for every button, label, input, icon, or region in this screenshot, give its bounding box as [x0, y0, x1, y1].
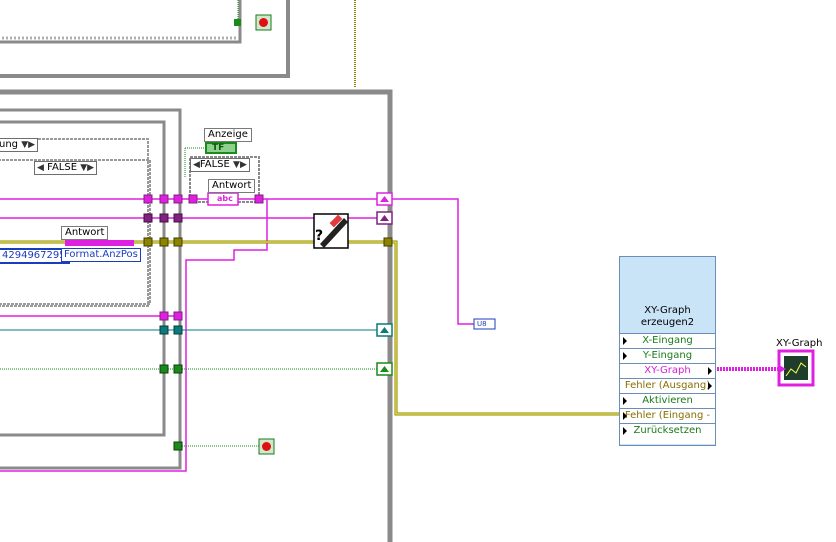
input-arrow-icon — [623, 412, 627, 420]
top-frame-inner — [0, 0, 242, 44]
shift-register-green — [376, 362, 393, 376]
input-arrow-icon — [623, 427, 627, 435]
decrement-arrow-icon: ◀ — [37, 163, 44, 173]
tunnel — [173, 213, 183, 223]
pin-y-eingang[interactable]: Y-Eingang — [620, 348, 715, 363]
case-selector-left[interactable]: ◀ FALSE ▼▶ — [34, 161, 98, 175]
tunnel — [188, 194, 198, 204]
string-indicator[interactable] — [207, 192, 239, 206]
pin-xy-graph[interactable]: XY-Graph — [620, 363, 715, 378]
pin-x-eingang[interactable]: X-Eingang — [620, 333, 715, 348]
string-terminal-bar — [65, 240, 134, 246]
pin-fehler-eingang[interactable]: Fehler (Eingang - — [620, 408, 715, 423]
increment-arrow-icon: ▶ — [87, 163, 95, 173]
tunnel — [173, 364, 183, 374]
dropdown-arrow-icon: ▼ — [233, 160, 240, 170]
xy-graph-erzeugen2-subvi[interactable]: XY-Graph erzeugen2 X-Eingang Y-Eingang X… — [619, 256, 716, 446]
abc-tag-text: abc — [217, 194, 233, 203]
subvi-title: XY-Graph erzeugen2 — [620, 305, 715, 329]
subvi-title-line1: XY-Graph — [644, 305, 691, 316]
tunnel — [173, 441, 183, 451]
tunnel — [254, 194, 264, 204]
case-selector-partial[interactable]: ung ▼▶ — [0, 138, 39, 152]
input-arrow-icon — [623, 337, 627, 345]
u8-tag-text: U8 — [477, 320, 487, 328]
xy-graph-terminal-icon[interactable] — [777, 349, 815, 387]
tunnel — [383, 237, 393, 247]
pin-label: Aktivieren — [642, 395, 693, 406]
pin-label: X-Eingang — [642, 335, 693, 346]
tunnel — [173, 237, 183, 247]
output-arrow-icon — [708, 367, 712, 375]
pin-label: Fehler (Ausgang) — [624, 380, 711, 391]
dropdown-arrow-icon: ▼ — [21, 140, 29, 150]
case-selector-value: FALSE — [47, 162, 78, 173]
property-node[interactable]: Format.AnzPos — [61, 248, 141, 262]
output-arrow-icon — [708, 382, 712, 390]
pin-fehler-ausgang[interactable]: Fehler (Ausgang) — [620, 378, 715, 393]
u8-terminal — [473, 318, 496, 330]
input-arrow-icon — [623, 352, 627, 360]
shift-register-teal — [376, 323, 393, 337]
shift-register-purple — [376, 211, 393, 225]
question-mark-icon: ? — [315, 228, 324, 244]
pin-zuruecksetzen[interactable]: Zurücksetzen — [620, 423, 715, 444]
pin-label: XY-Graph — [644, 365, 691, 376]
tunnel — [159, 311, 169, 321]
error-wire — [0, 240, 619, 416]
tunnel — [159, 194, 169, 204]
pink-wire-4 — [0, 199, 268, 472]
tf-constant-text: TF — [212, 143, 225, 153]
top-frame-outer — [0, 0, 290, 78]
pin-label: Y-Eingang — [642, 350, 693, 361]
decrement-arrow-icon: ◀ — [193, 160, 200, 170]
tunnel — [159, 213, 169, 223]
case-selector-value: ung — [0, 139, 19, 150]
pin-label: Zurücksetzen — [633, 425, 702, 436]
boolean-terminal — [234, 19, 241, 26]
antwort-top-label: Antwort — [208, 179, 256, 193]
antwort-mid-label: Antwort — [61, 226, 109, 240]
tunnel — [159, 237, 169, 247]
tunnel — [143, 213, 153, 223]
case-frame-1 — [0, 108, 182, 470]
case-selector-right[interactable]: ◀FALSE ▼▶ — [190, 158, 250, 172]
stop-button-icon[interactable] — [255, 14, 272, 31]
tf-boolean-constant[interactable] — [205, 142, 237, 154]
shift-register-pink — [376, 192, 393, 206]
case-frame-4 — [0, 159, 151, 305]
tunnel — [143, 237, 153, 247]
subvi-title-line2: erzeugen2 — [640, 317, 695, 328]
tunnel — [159, 325, 169, 335]
xy-graph-terminal-label: XY-Graph — [776, 338, 823, 349]
input-arrow-icon — [623, 397, 627, 405]
dropdown-arrow-icon: ▼ — [80, 163, 88, 173]
tunnel — [173, 325, 183, 335]
numeric-constant[interactable]: 4294967295 — [0, 248, 70, 264]
case-selector-value: FALSE — [199, 159, 230, 170]
error-help-node-icon[interactable] — [313, 213, 349, 249]
increment-arrow-icon: ▶ — [239, 160, 247, 170]
case-frame-2 — [0, 120, 166, 437]
tunnel — [173, 194, 183, 204]
tunnel — [173, 311, 183, 321]
increment-arrow-icon: ▶ — [28, 140, 36, 150]
pin-aktivieren[interactable]: Aktivieren — [620, 393, 715, 408]
anzeige-label: Anzeige — [204, 128, 252, 142]
pin-label: Fehler (Eingang - — [624, 410, 711, 421]
stop-button-icon[interactable] — [258, 438, 275, 455]
tunnel — [143, 194, 153, 204]
tunnel — [159, 364, 169, 374]
error-wire-inner — [0, 241, 619, 415]
